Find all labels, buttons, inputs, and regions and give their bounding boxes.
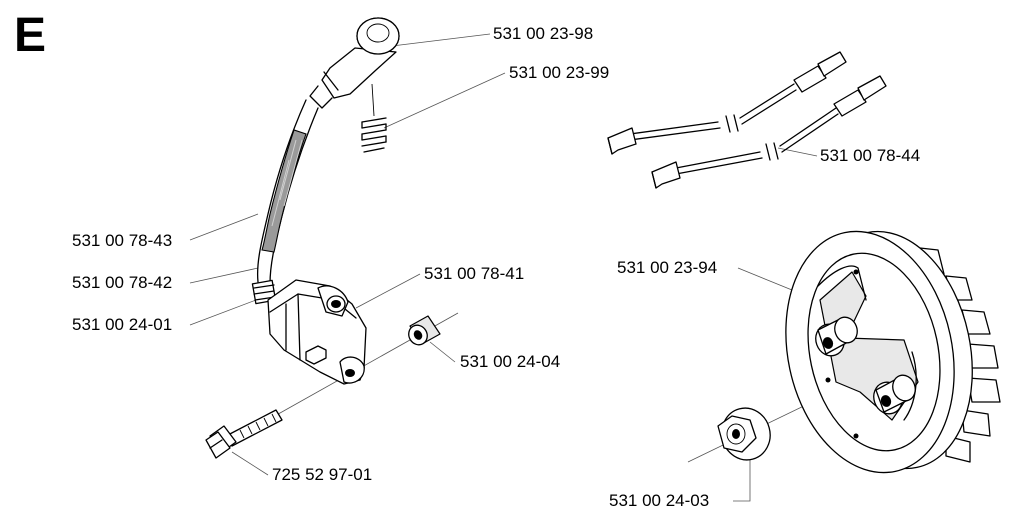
part-label-cap-spring: 531 00 23-99 [509,63,610,82]
part-label-flywheel-nut: 531 00 24-03 [609,491,710,510]
part-label-spacer-sleeve: 531 00 24-04 [460,352,561,371]
cap-spring-drawing [361,83,387,153]
flywheel-drawing [785,230,1001,474]
part-label-ht-lead: 531 00 78-43 [72,231,173,250]
ignition-module-drawing [267,279,367,385]
part-label-ignition-module: 531 00 78-41 [424,264,525,283]
part-label-flywheel: 531 00 23-94 [617,258,718,277]
spacer-sleeve-drawing [408,315,441,346]
part-label-lead-clip: 531 00 24-01 [72,315,173,334]
part-label-ignition-cable-kit: 531 00 78-44 [820,146,921,165]
spark-plug-cap-drawing [309,17,400,109]
module-screw-drawing [205,409,283,459]
ht-lead-drawing [251,99,319,305]
part-label-module-screw: 725 52 97-01 [272,465,373,484]
ignition-cable-kit-drawing [607,51,887,189]
part-label-spark-plug-cap: 531 00 23-98 [493,24,594,43]
part-label-lead-sleeve: 531 00 78-42 [72,273,173,292]
section-letter: E [14,9,47,62]
flywheel-nut-drawing [717,407,771,461]
